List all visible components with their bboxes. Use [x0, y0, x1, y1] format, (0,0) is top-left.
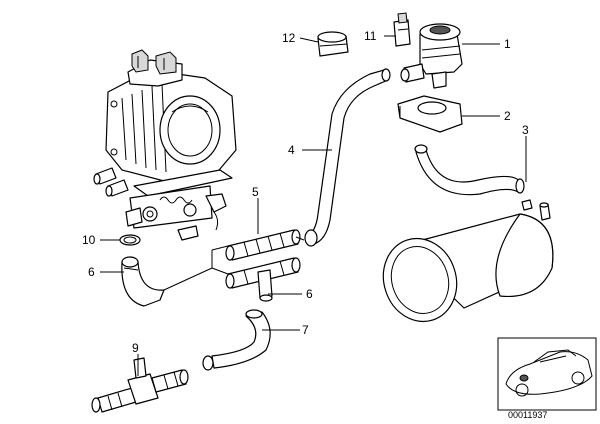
fitting-part-9[interactable] [91, 357, 189, 413]
throttle-body[interactable] [93, 49, 237, 241]
long-hose-part-4[interactable] [304, 68, 391, 247]
callout-5: 5 [252, 185, 259, 199]
callout-11: 11 [364, 29, 377, 43]
valve-part-1[interactable] [400, 23, 463, 89]
s-hose-part-7[interactable] [202, 309, 271, 371]
callout-6-right: 6 [306, 287, 313, 301]
t-piece-part-8[interactable] [225, 257, 301, 302]
cap-part-12[interactable] [317, 31, 349, 57]
callout-4: 4 [288, 143, 295, 157]
vehicle-locator-thumbnail [497, 337, 597, 411]
bracket-part-2[interactable] [397, 95, 463, 133]
curved-hose-part-3[interactable] [414, 144, 525, 196]
connector-plug-part-11[interactable] [393, 12, 411, 47]
callout-3: 3 [522, 123, 529, 137]
clamp-ring-part-10[interactable] [119, 234, 141, 246]
elbow-hose-part-6-left[interactable] [121, 256, 165, 307]
connector-part-5[interactable] [225, 229, 301, 261]
leader-lines [100, 35, 527, 376]
callout-2: 2 [504, 109, 511, 123]
callout-12: 12 [282, 31, 296, 45]
callout-10: 10 [82, 233, 96, 247]
reference-number: 00011937 [508, 410, 547, 420]
callout-9: 9 [132, 341, 139, 355]
callout-7: 7 [302, 323, 309, 337]
connector-frame-lines [163, 236, 305, 291]
callout-1: 1 [504, 37, 511, 51]
callout-6-left: 6 [88, 265, 95, 279]
canister[interactable] [373, 199, 554, 331]
